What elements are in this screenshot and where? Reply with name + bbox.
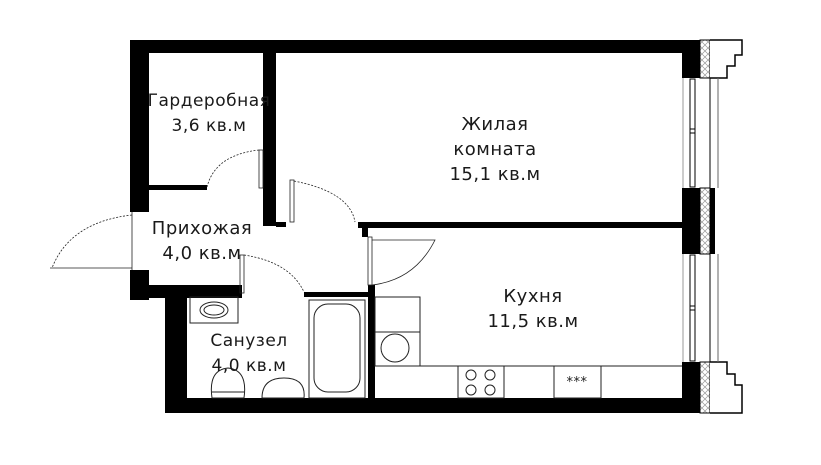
room-label-wardrobe: Гардеробная 3,6 кв.м xyxy=(148,89,271,139)
window-living xyxy=(682,78,719,188)
window-kitchen xyxy=(682,254,719,362)
room-name: Кухня xyxy=(503,286,563,307)
facade xyxy=(682,39,743,414)
room-label-hallway: Прихожая 4,0 кв.м xyxy=(152,216,252,266)
room-area: 4,0 кв.м xyxy=(211,356,287,376)
room-name: Санузел xyxy=(210,331,288,351)
room-name: Прихожая xyxy=(151,218,253,239)
room-name: Гардеробная xyxy=(147,91,271,111)
room-area: 11,5 кв.м xyxy=(487,311,579,332)
interior-walls xyxy=(149,40,682,400)
room-area: 3,6 кв.м xyxy=(171,116,247,136)
room-name-line2: комната xyxy=(453,139,537,160)
room-name-line1: Жилая xyxy=(461,114,529,135)
room-label-kitchen: Кухня 11,5 кв.м xyxy=(487,284,578,334)
room-label-bathroom: Санузел 4,0 кв.м xyxy=(210,329,287,379)
fridge-label: *** xyxy=(567,370,588,395)
bathroom-fixtures xyxy=(189,296,366,399)
fridge-stars: *** xyxy=(566,375,588,390)
kitchen-fixtures xyxy=(374,296,682,399)
doors xyxy=(50,149,436,294)
room-label-living: Жилая комната 15,1 кв.м xyxy=(449,112,540,187)
room-area: 4,0 кв.м xyxy=(162,243,242,264)
room-area: 15,1 кв.м xyxy=(449,164,541,185)
